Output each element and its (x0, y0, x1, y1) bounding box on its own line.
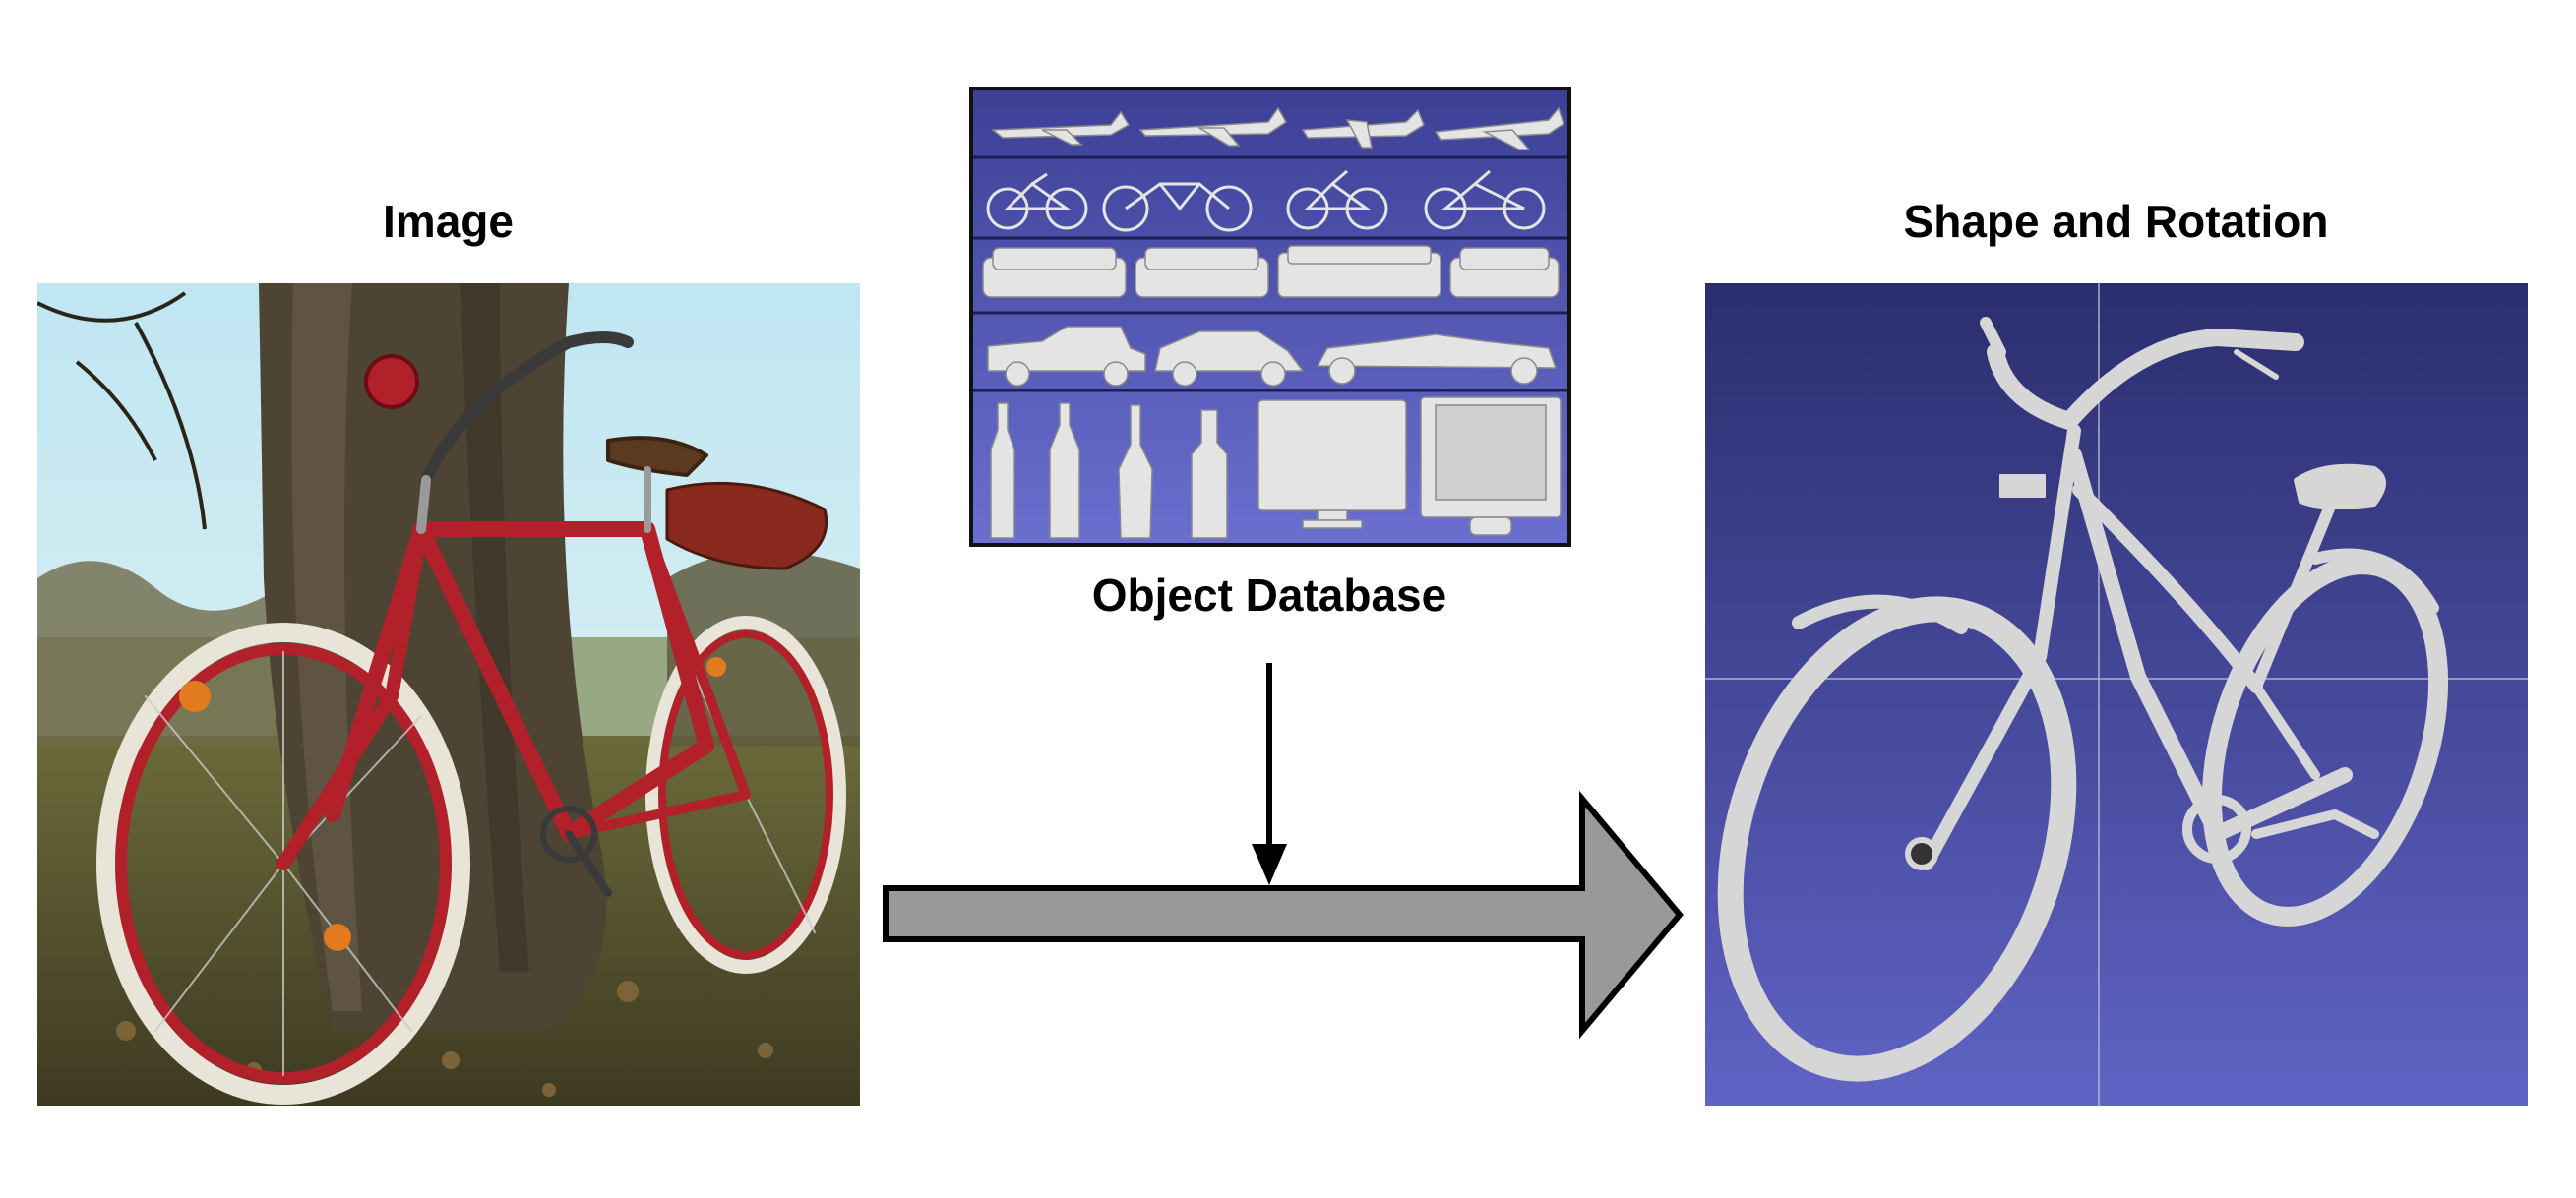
database-thumbnails (973, 90, 1567, 543)
airplane-thumb-4 (1434, 106, 1564, 150)
monitor-thumbs (1257, 396, 1562, 536)
image-title: Image (383, 196, 514, 247)
airplane-thumb-2 (1138, 106, 1287, 147)
main-flow-arrow (883, 790, 1684, 1040)
bicycle-photo-illustration (37, 283, 860, 1106)
airplane-thumb-3 (1301, 108, 1425, 149)
object-database-grid (969, 87, 1571, 547)
shape-and-rotation-title: Shape and Rotation (1903, 196, 2329, 247)
sofa-thumbs (982, 245, 1560, 298)
input-photo (37, 283, 860, 1106)
car-thumbs (987, 326, 1558, 387)
bottle-thumbs (990, 402, 1228, 539)
object-database-title: Object Database (1091, 569, 1447, 621)
database-down-arrow-head (1252, 844, 1287, 885)
bicycle-model-illustration (1705, 283, 2528, 1106)
shape-and-rotation-render (1705, 283, 2528, 1106)
airplane-thumb-1 (990, 110, 1131, 146)
